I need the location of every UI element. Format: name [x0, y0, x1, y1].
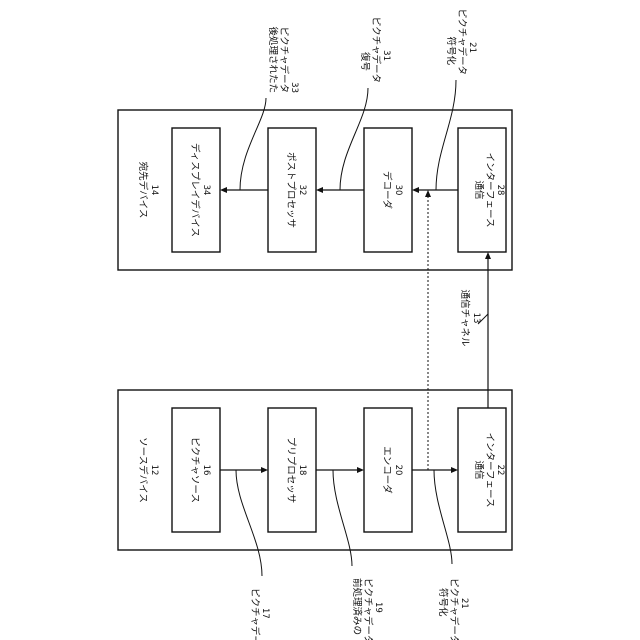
- picture-data-label: ピクチャデータ: [249, 588, 261, 640]
- comm-interface-dst-line1: 通信: [473, 180, 485, 199]
- encoded-dst-label-line2: ピクチャデータ: [456, 9, 468, 75]
- channel-number: 13: [471, 313, 481, 324]
- picture-source-number: 16: [201, 465, 211, 476]
- destination-device-number: 14: [149, 185, 159, 196]
- preprocessed-label-line1: 前処理済みの: [351, 578, 363, 635]
- comm-interface-src-line2: インターフェース: [484, 433, 495, 508]
- postprocessed-number: 33: [289, 82, 299, 93]
- destination-device-title: 宛先デバイス: [137, 162, 149, 219]
- preprocessor-number: 18: [297, 465, 307, 476]
- decoded-label-line1: 復号: [359, 52, 371, 71]
- postprocessed-label-line1: 後処理されたた: [267, 26, 279, 93]
- decoder-label: デコーダ: [381, 171, 393, 210]
- preprocessed-label-line2: ピクチャデータ: [362, 578, 374, 640]
- postprocessor-number: 32: [297, 185, 307, 196]
- preprocessed-number: 19: [373, 602, 383, 613]
- decoded-label-line2: ピクチャデータ: [370, 17, 382, 83]
- display-device-number: 34: [201, 185, 211, 196]
- postprocessor-label: ポストプロセッサ: [285, 152, 296, 228]
- encoded-src-label-line2: ピクチャデータ: [448, 578, 460, 640]
- encoded-dst-label-line1: 符号化: [445, 36, 457, 65]
- comm-interface-src-line1: 通信: [473, 460, 485, 479]
- preprocessor-label: プリプロセッサ: [285, 437, 296, 504]
- display-device-label: ディスプレイデバイス: [189, 143, 201, 237]
- comm-interface-dst-number: 28: [495, 185, 505, 196]
- channel-label: 通信チャネル: [459, 290, 471, 347]
- source-device-number: 12: [149, 465, 159, 476]
- picture-source-label: ピクチャソース: [189, 437, 200, 503]
- encoder-label: エンコーダ: [381, 446, 393, 494]
- comm-interface-dst-line2: インターフェース: [484, 153, 495, 228]
- encoded-src-number: 21: [459, 598, 469, 609]
- source-device-title: ソースデバイス: [137, 437, 149, 503]
- encoder-number: 20: [393, 465, 403, 476]
- picture-data-number: 17: [260, 608, 270, 619]
- comm-interface-src-number: 22: [495, 465, 505, 476]
- decoder-number: 30: [393, 185, 403, 196]
- encoded-src-label-line1: 符号化: [437, 588, 449, 617]
- decoded-number: 31: [381, 50, 391, 61]
- postprocessed-label-line2: ピクチャデータ: [278, 27, 290, 93]
- encoded-dst-number: 21: [467, 42, 477, 53]
